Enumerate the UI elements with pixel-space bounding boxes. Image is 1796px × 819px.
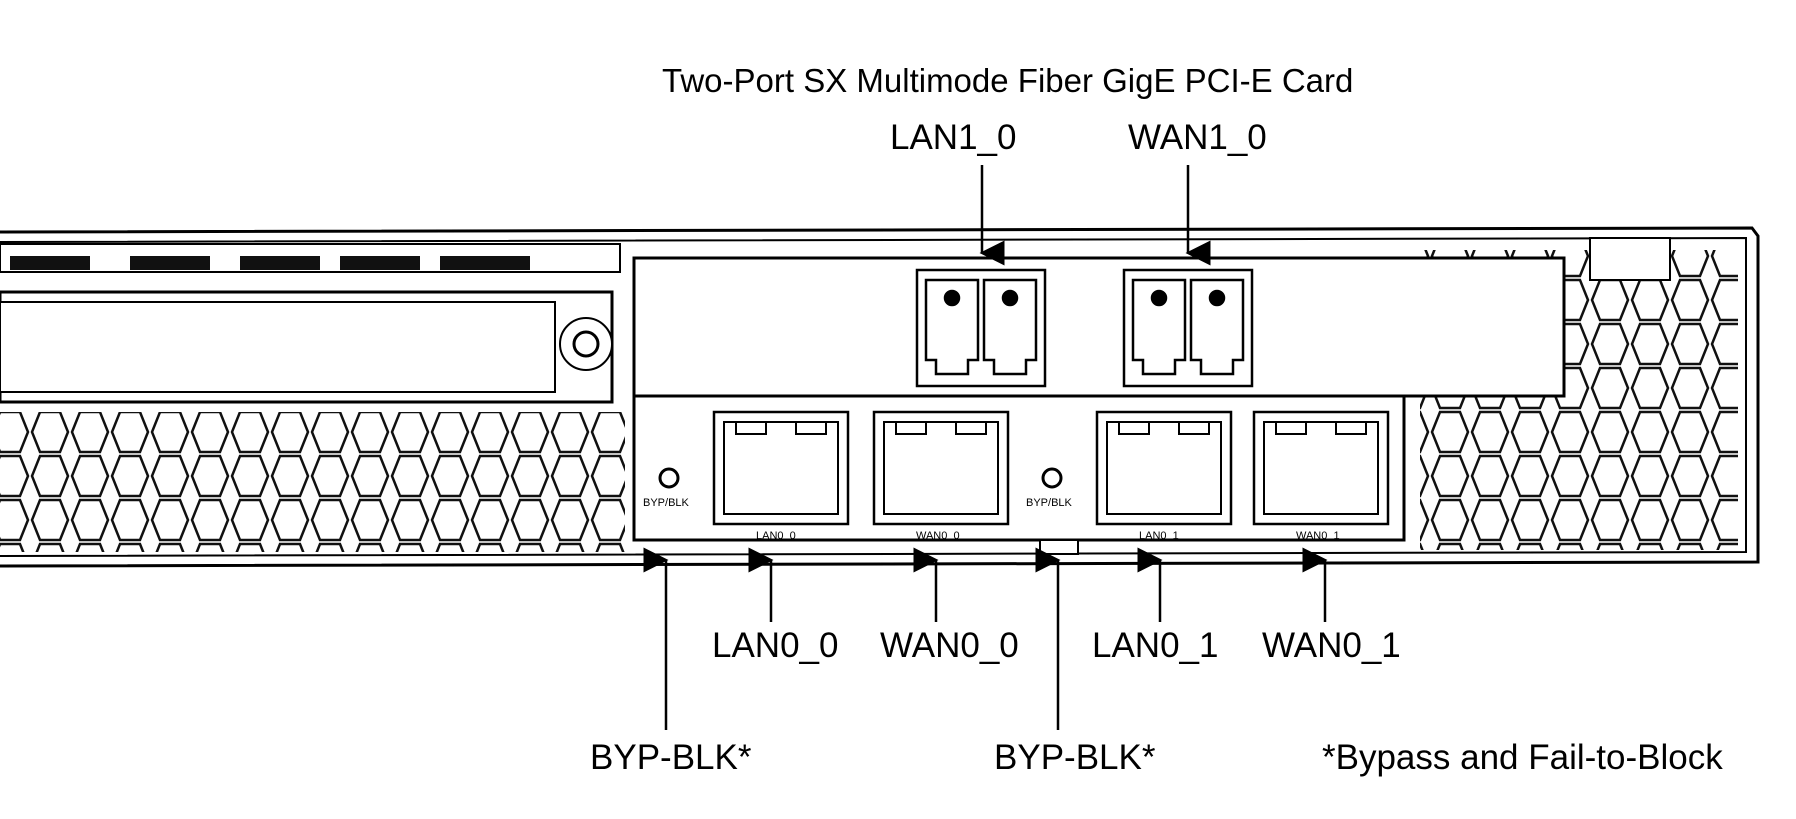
panel-port-label-lan0-0: LAN0_0 [756, 530, 796, 542]
rj45-port-lan0-1 [1095, 410, 1233, 526]
rj45-port-lan0-0 [712, 410, 850, 526]
callout-arrows [643, 165, 1328, 730]
rj45-port-wan0-0 [872, 410, 1010, 526]
callout-bypass-2: BYP-BLK* [994, 738, 1156, 777]
callout-lan0-0: LAN0_0 [712, 626, 839, 665]
callout-wan0-0: WAN0_0 [880, 626, 1019, 665]
callout-wan0-1: WAN0_1 [1262, 626, 1401, 665]
panel-port-label-wan0-0: WAN0_0 [916, 530, 960, 542]
panel-led-label-1: BYP/BLK [643, 497, 690, 509]
bracket-tab [1039, 539, 1079, 555]
fiber-port-wan1-0 [1122, 268, 1254, 388]
left-vent-mesh [0, 412, 625, 552]
bypass-led-2 [1041, 467, 1063, 489]
rj45-port-wan0-1 [1252, 410, 1390, 526]
panel-port-label-wan0-1: WAN0_1 [1296, 530, 1340, 542]
left-expansion-slot [0, 243, 621, 404]
callout-bypass-1: BYP-BLK* [590, 738, 752, 777]
right-latch [1589, 237, 1671, 281]
chassis-outline [0, 226, 1760, 568]
bypass-led-1 [658, 467, 680, 489]
fiber-port-lan1-0 [915, 268, 1047, 388]
callout-lan1-0: LAN1_0 [890, 118, 1017, 157]
panel-led-label-2: BYP/BLK [1026, 497, 1073, 509]
callout-lan0-1: LAN0_1 [1092, 626, 1219, 665]
diagram-title: Two-Port SX Multimode Fiber GigE PCI-E C… [662, 62, 1354, 99]
callout-wan1-0: WAN1_0 [1128, 118, 1267, 157]
footnote: *Bypass and Fail-to-Block [1322, 738, 1723, 777]
panel-port-label-lan0-1: LAN0_1 [1139, 530, 1179, 542]
